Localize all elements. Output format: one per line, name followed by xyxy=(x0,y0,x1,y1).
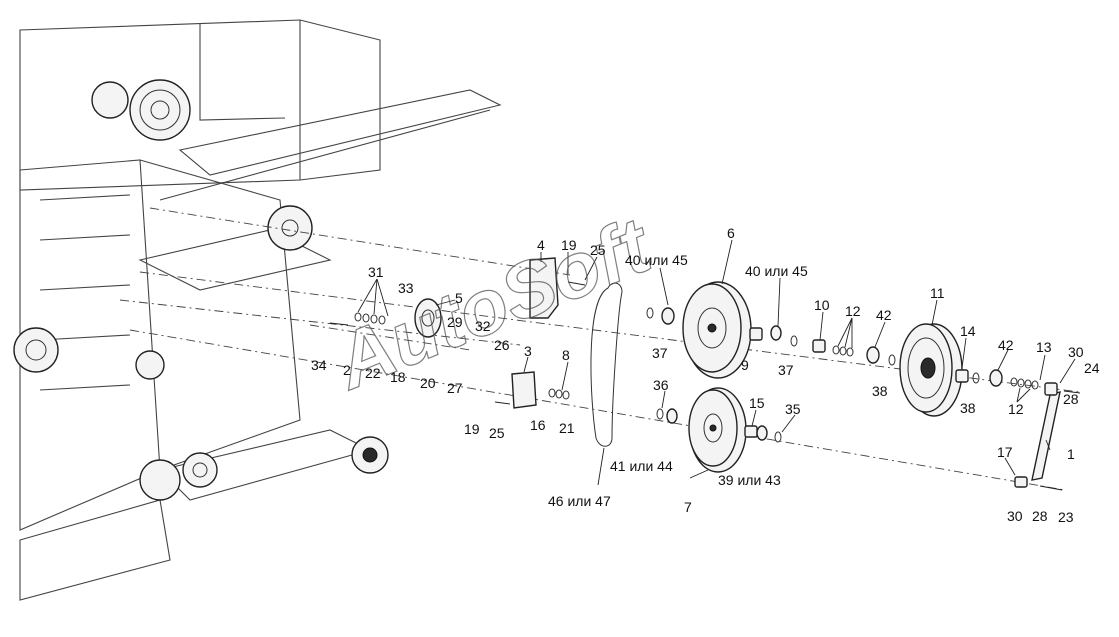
axis-lines xyxy=(119,207,1081,491)
callout-33: 33 xyxy=(398,280,414,296)
callout-29: 29 xyxy=(447,314,463,330)
callout-22: 22 xyxy=(365,365,381,381)
pulley-7 xyxy=(688,387,747,473)
callout-40a: 40 или 45 xyxy=(625,252,688,268)
callout-46: 46 или 47 xyxy=(548,493,611,509)
belt-46-47 xyxy=(590,282,623,447)
callout-37a: 37 xyxy=(652,345,668,361)
callout-28b: 28 xyxy=(1032,508,1048,524)
callout-4: 4 xyxy=(537,237,545,253)
machine-frame xyxy=(13,19,502,601)
callout-18: 18 xyxy=(390,369,406,385)
callout-25a: 25 xyxy=(590,242,606,258)
callout-15: 15 xyxy=(749,395,765,411)
pulley-6 xyxy=(682,281,752,379)
callout-1: 1 xyxy=(1067,446,1075,462)
callout-40b: 40 или 45 xyxy=(745,263,808,279)
callout-39: 39 или 43 xyxy=(718,472,781,488)
bracket-lower xyxy=(511,371,537,409)
callout-16: 16 xyxy=(530,417,546,433)
callout-36: 36 xyxy=(653,377,669,393)
callout-24: 24 xyxy=(1084,360,1100,376)
callout-30a: 30 xyxy=(1068,344,1084,360)
drum-pulley-11 xyxy=(899,323,963,417)
callout-20: 20 xyxy=(420,375,436,391)
callout-42b: 42 xyxy=(998,337,1014,353)
callout-38b: 38 xyxy=(960,400,976,416)
callout-8: 8 xyxy=(562,347,570,363)
callout-31: 31 xyxy=(368,264,384,280)
callout-26: 26 xyxy=(494,337,510,353)
parts xyxy=(329,257,1081,491)
callout-38a: 38 xyxy=(872,383,888,399)
callout-13: 13 xyxy=(1036,339,1052,355)
callout-5: 5 xyxy=(455,290,463,306)
callout-27: 27 xyxy=(447,380,463,396)
callout-2: 2 xyxy=(343,362,351,378)
callout-9: 9 xyxy=(741,357,749,373)
callout-28a: 28 xyxy=(1063,391,1079,407)
callout-6: 6 xyxy=(727,225,735,241)
callout-30b: 30 xyxy=(1007,508,1023,524)
callout-35: 35 xyxy=(785,401,801,417)
callout-10: 10 xyxy=(814,297,830,313)
callout-23: 23 xyxy=(1058,509,1074,525)
callout-7: 7 xyxy=(684,499,692,515)
bracket-upper xyxy=(529,257,559,319)
callout-19a: 19 xyxy=(561,237,577,253)
shaft-1 xyxy=(1031,390,1061,481)
callout-37b: 37 xyxy=(778,362,794,378)
callout-labels: 1 2 3 4 5 6 7 8 9 10 11 12 12 13 14 15 1… xyxy=(311,225,1100,525)
callout-41: 41 или 44 xyxy=(610,458,673,474)
callout-12a: 12 xyxy=(845,303,861,319)
callout-42a: 42 xyxy=(876,307,892,323)
callout-17: 17 xyxy=(997,444,1013,460)
callout-34: 34 xyxy=(311,357,327,373)
callout-21: 21 xyxy=(559,420,575,436)
callout-12b: 12 xyxy=(1008,401,1024,417)
callout-19b: 19 xyxy=(464,421,480,437)
leader-lines xyxy=(357,239,1076,486)
callout-11: 11 xyxy=(930,285,945,301)
pulley-5 xyxy=(414,298,442,338)
callout-14: 14 xyxy=(960,323,976,339)
callout-32: 32 xyxy=(475,318,491,334)
callout-25b: 25 xyxy=(489,425,505,441)
callout-3: 3 xyxy=(524,343,532,359)
